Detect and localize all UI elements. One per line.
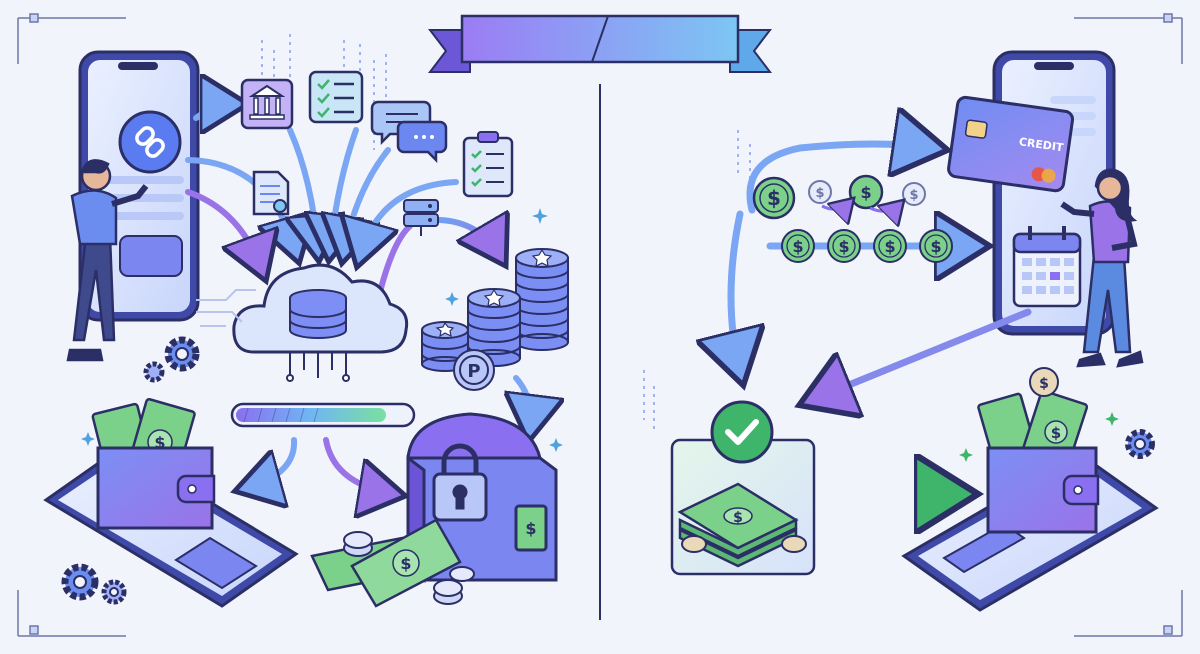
dollar-symbol: $ — [767, 186, 781, 210]
dollar-symbol: $ — [838, 237, 849, 256]
dollar-symbol: $ — [884, 237, 895, 256]
gear-icon — [61, 336, 200, 605]
cloud-database-icon — [232, 263, 409, 354]
link-icon — [118, 110, 182, 174]
server-icon — [403, 199, 439, 236]
coin-icon: $ — [1029, 367, 1059, 397]
person-icon — [66, 159, 149, 362]
cash-icon: $ — [310, 518, 462, 608]
person-icon — [1060, 168, 1144, 368]
padlock-icon — [432, 443, 488, 522]
document-icon — [252, 170, 290, 216]
points-symbol: P — [467, 361, 480, 382]
dollar-symbol: $ — [930, 237, 941, 256]
verified-cash-panel: $ — [670, 438, 816, 576]
dollar-symbol: $ — [733, 510, 743, 526]
checkmark-icon — [710, 400, 774, 464]
dollar-symbol: $ — [525, 519, 536, 538]
card-label: CREDIT — [1018, 135, 1065, 154]
circuit-lines — [286, 352, 350, 382]
coin-stack-icon: P — [421, 248, 569, 391]
circuit-lines-left — [196, 289, 256, 327]
wallet-icon — [96, 446, 216, 530]
dollar-symbol: $ — [815, 186, 824, 201]
title-banner — [427, 14, 773, 73]
dollar-symbol: $ — [400, 554, 411, 573]
corner-frame — [17, 13, 1183, 637]
dollar-symbol: $ — [792, 237, 803, 256]
progress-bar — [230, 402, 416, 428]
gear-icon — [1125, 429, 1155, 459]
dollar-symbol: $ — [1051, 424, 1061, 442]
coin-stack-icon — [343, 531, 475, 605]
dollar-symbol: $ — [909, 188, 918, 203]
data-stream-lines — [643, 130, 751, 430]
dollar-symbol: $ — [860, 183, 871, 202]
dollar-symbol: $ — [1039, 376, 1049, 392]
bank-icon — [240, 78, 294, 130]
calendar-icon — [1012, 226, 1082, 308]
flow-arrows-right — [731, 144, 1032, 494]
credit-card-icon: CREDIT — [947, 95, 1075, 193]
coin-stack-icon: $ $ $ $ $ $ $ $ — [752, 174, 953, 263]
chat-bubbles-icon — [370, 100, 448, 164]
wallet-icon — [986, 446, 1100, 534]
dollar-symbol: $ — [154, 433, 165, 452]
checklist-icon — [308, 70, 364, 124]
clipboard-icon — [462, 131, 514, 198]
